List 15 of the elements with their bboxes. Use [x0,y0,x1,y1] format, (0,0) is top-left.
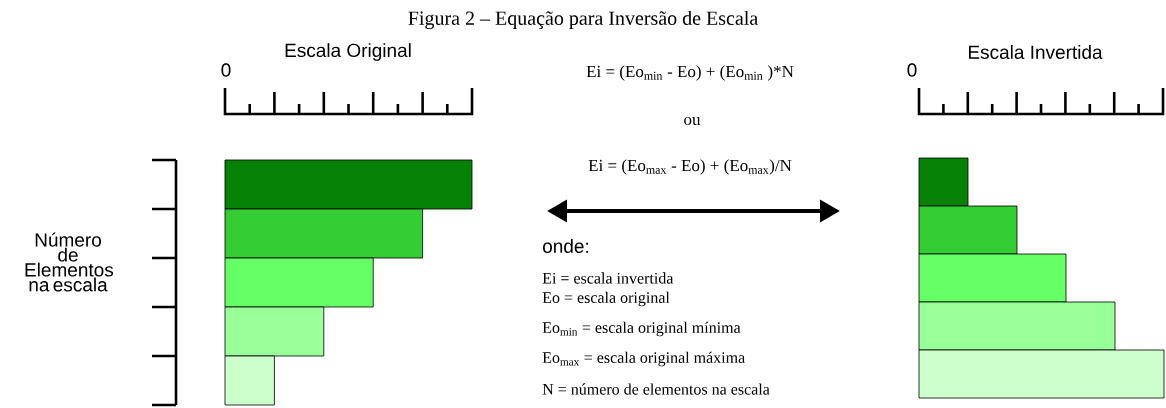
definition-text: Ei = escala invertida [542,272,674,284]
heading-text: onde: [543,239,588,253]
definition-text: Eo = escala original [542,291,670,307]
figure-title: Figura 2 – Equação para Inversão de Escala [408,10,758,30]
definition-text: Eo$_{max}$ = escala original máxima [542,351,745,367]
definition-text: N = número de elementos na escala [542,383,770,395]
formula: Ei = (Eo$_{min}$ - Eo) + (Eo$_{min}$ )*N [586,65,794,81]
scale-title: Escala Original [285,43,411,61]
definition-text: Eo$_{min}$ = escala original mínima [542,321,741,337]
scale-title: Escala Invertida [968,45,1103,59]
axis-label: Número de Elementos na escala [25,232,114,292]
formula: Ei = (Eo$_{max}$ - Eo) + (Eo$_{max}$)/N [588,159,792,175]
scale-zero: 0 [907,63,917,77]
scale-zero: 0 [221,63,231,77]
connective-text: ou [684,116,701,126]
